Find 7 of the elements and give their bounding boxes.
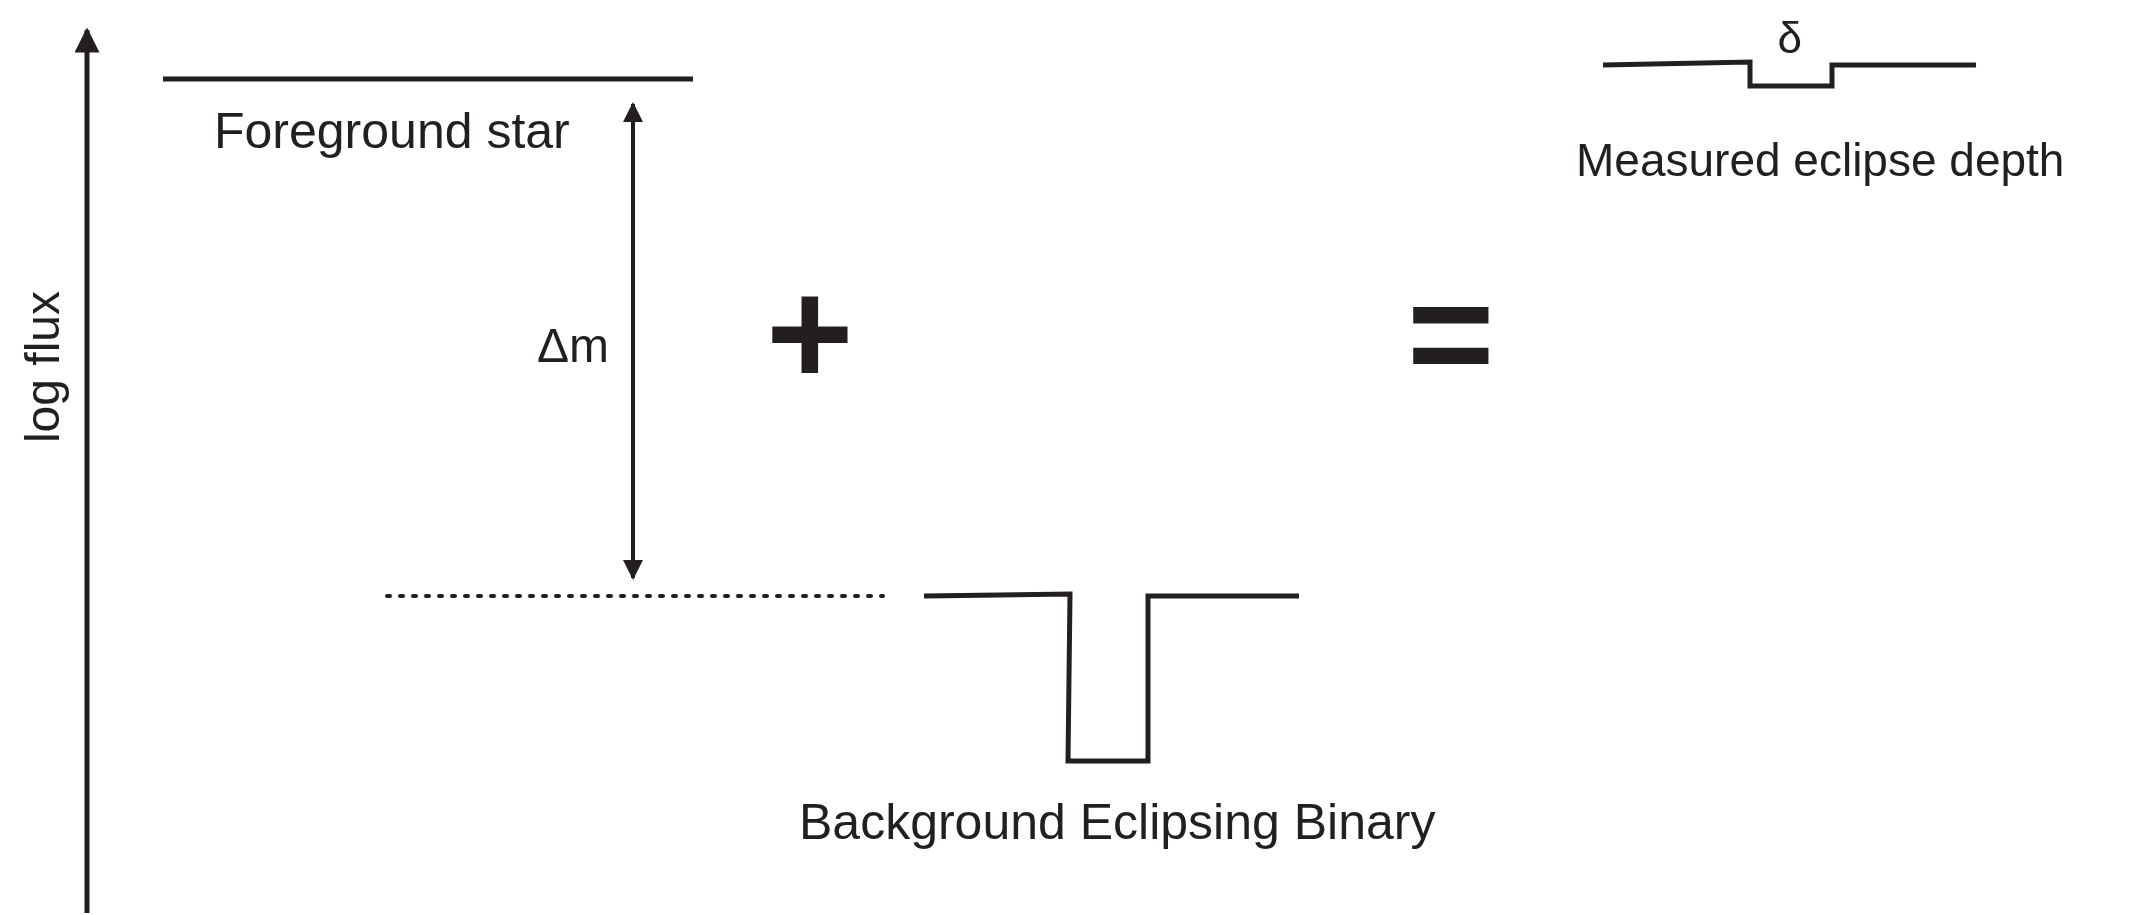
axis-label: log flux (19, 290, 68, 444)
equals-sign: = (1407, 258, 1495, 408)
plus-sign: + (766, 258, 854, 408)
curve-label: Background Eclipsing Binary (799, 797, 1436, 847)
dimension-label: Δm (537, 322, 610, 370)
depth-symbol: δ (1777, 16, 1802, 60)
line-label: Foreground star (214, 106, 570, 156)
